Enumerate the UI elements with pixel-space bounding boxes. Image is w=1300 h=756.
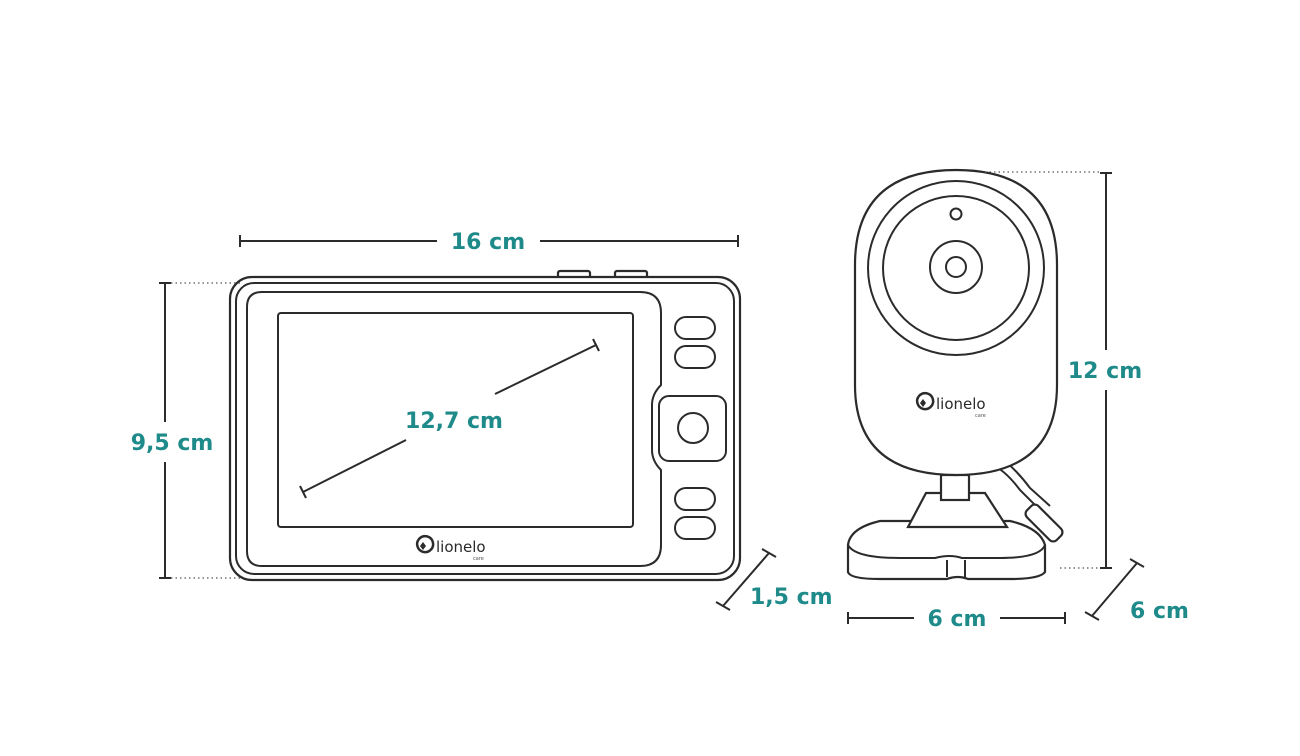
camera-height-dimension: 12 cm — [985, 171, 1142, 569]
monitor-brand-sub: care — [473, 556, 484, 562]
monitor-body — [228, 275, 742, 582]
camera-face-ring — [867, 180, 1045, 356]
camera-brand-name: lionelo — [936, 395, 986, 413]
monitor-button-2 — [674, 345, 716, 369]
camera: lionelo care — [846, 168, 1064, 581]
camera-face — [882, 195, 1030, 341]
monitor-depth-label: 1,5 cm — [750, 585, 833, 610]
camera-depth-dimension: 6 cm — [1084, 558, 1189, 624]
camera-depth-label: 6 cm — [1130, 599, 1189, 624]
monitor-width-label: 16 cm — [451, 230, 525, 255]
camera-lens-ring — [929, 240, 983, 294]
screen-diagonal-label: 12,7 cm — [405, 409, 503, 434]
camera-body — [853, 168, 1059, 477]
monitor-body-inner-edge — [235, 282, 735, 575]
monitor-width-dimension: 16 cm — [239, 230, 739, 255]
monitor-button-1 — [674, 316, 716, 340]
camera-cable-plug — [1024, 503, 1064, 543]
monitor-height-dimension: 9,5 cm — [131, 282, 243, 579]
screen — [277, 312, 634, 528]
screen-diagonal-dimension: 12,7 cm — [299, 338, 600, 499]
monitor: lionelo care — [228, 269, 742, 582]
monitor-depth-dimension: 1,5 cm — [715, 548, 833, 611]
monitor-button-4 — [674, 516, 716, 540]
lionelo-logo-icon — [415, 534, 435, 554]
monitor-height-label: 9,5 cm — [131, 431, 214, 456]
monitor-button-3 — [674, 487, 716, 511]
camera-lens — [945, 256, 967, 278]
camera-base — [846, 519, 1047, 581]
monitor-brand-name: lionelo — [436, 538, 486, 556]
monitor-logo: lionelo care — [415, 534, 486, 562]
camera-width-dimension: 6 cm — [847, 607, 1066, 632]
monitor-dpad-frame — [658, 395, 727, 462]
lionelo-logo-icon-inner — [420, 542, 426, 550]
lionelo-logo-icon — [915, 391, 935, 411]
screen-bezel — [246, 291, 662, 567]
monitor-dpad-center — [677, 412, 709, 444]
camera-logo: lionelo care — [915, 391, 986, 419]
camera-height-label: 12 cm — [1068, 359, 1142, 384]
camera-width-label: 6 cm — [928, 607, 987, 632]
camera-brand-sub: care — [975, 413, 986, 419]
camera-sensor — [949, 207, 963, 221]
camera-neck — [939, 473, 971, 502]
